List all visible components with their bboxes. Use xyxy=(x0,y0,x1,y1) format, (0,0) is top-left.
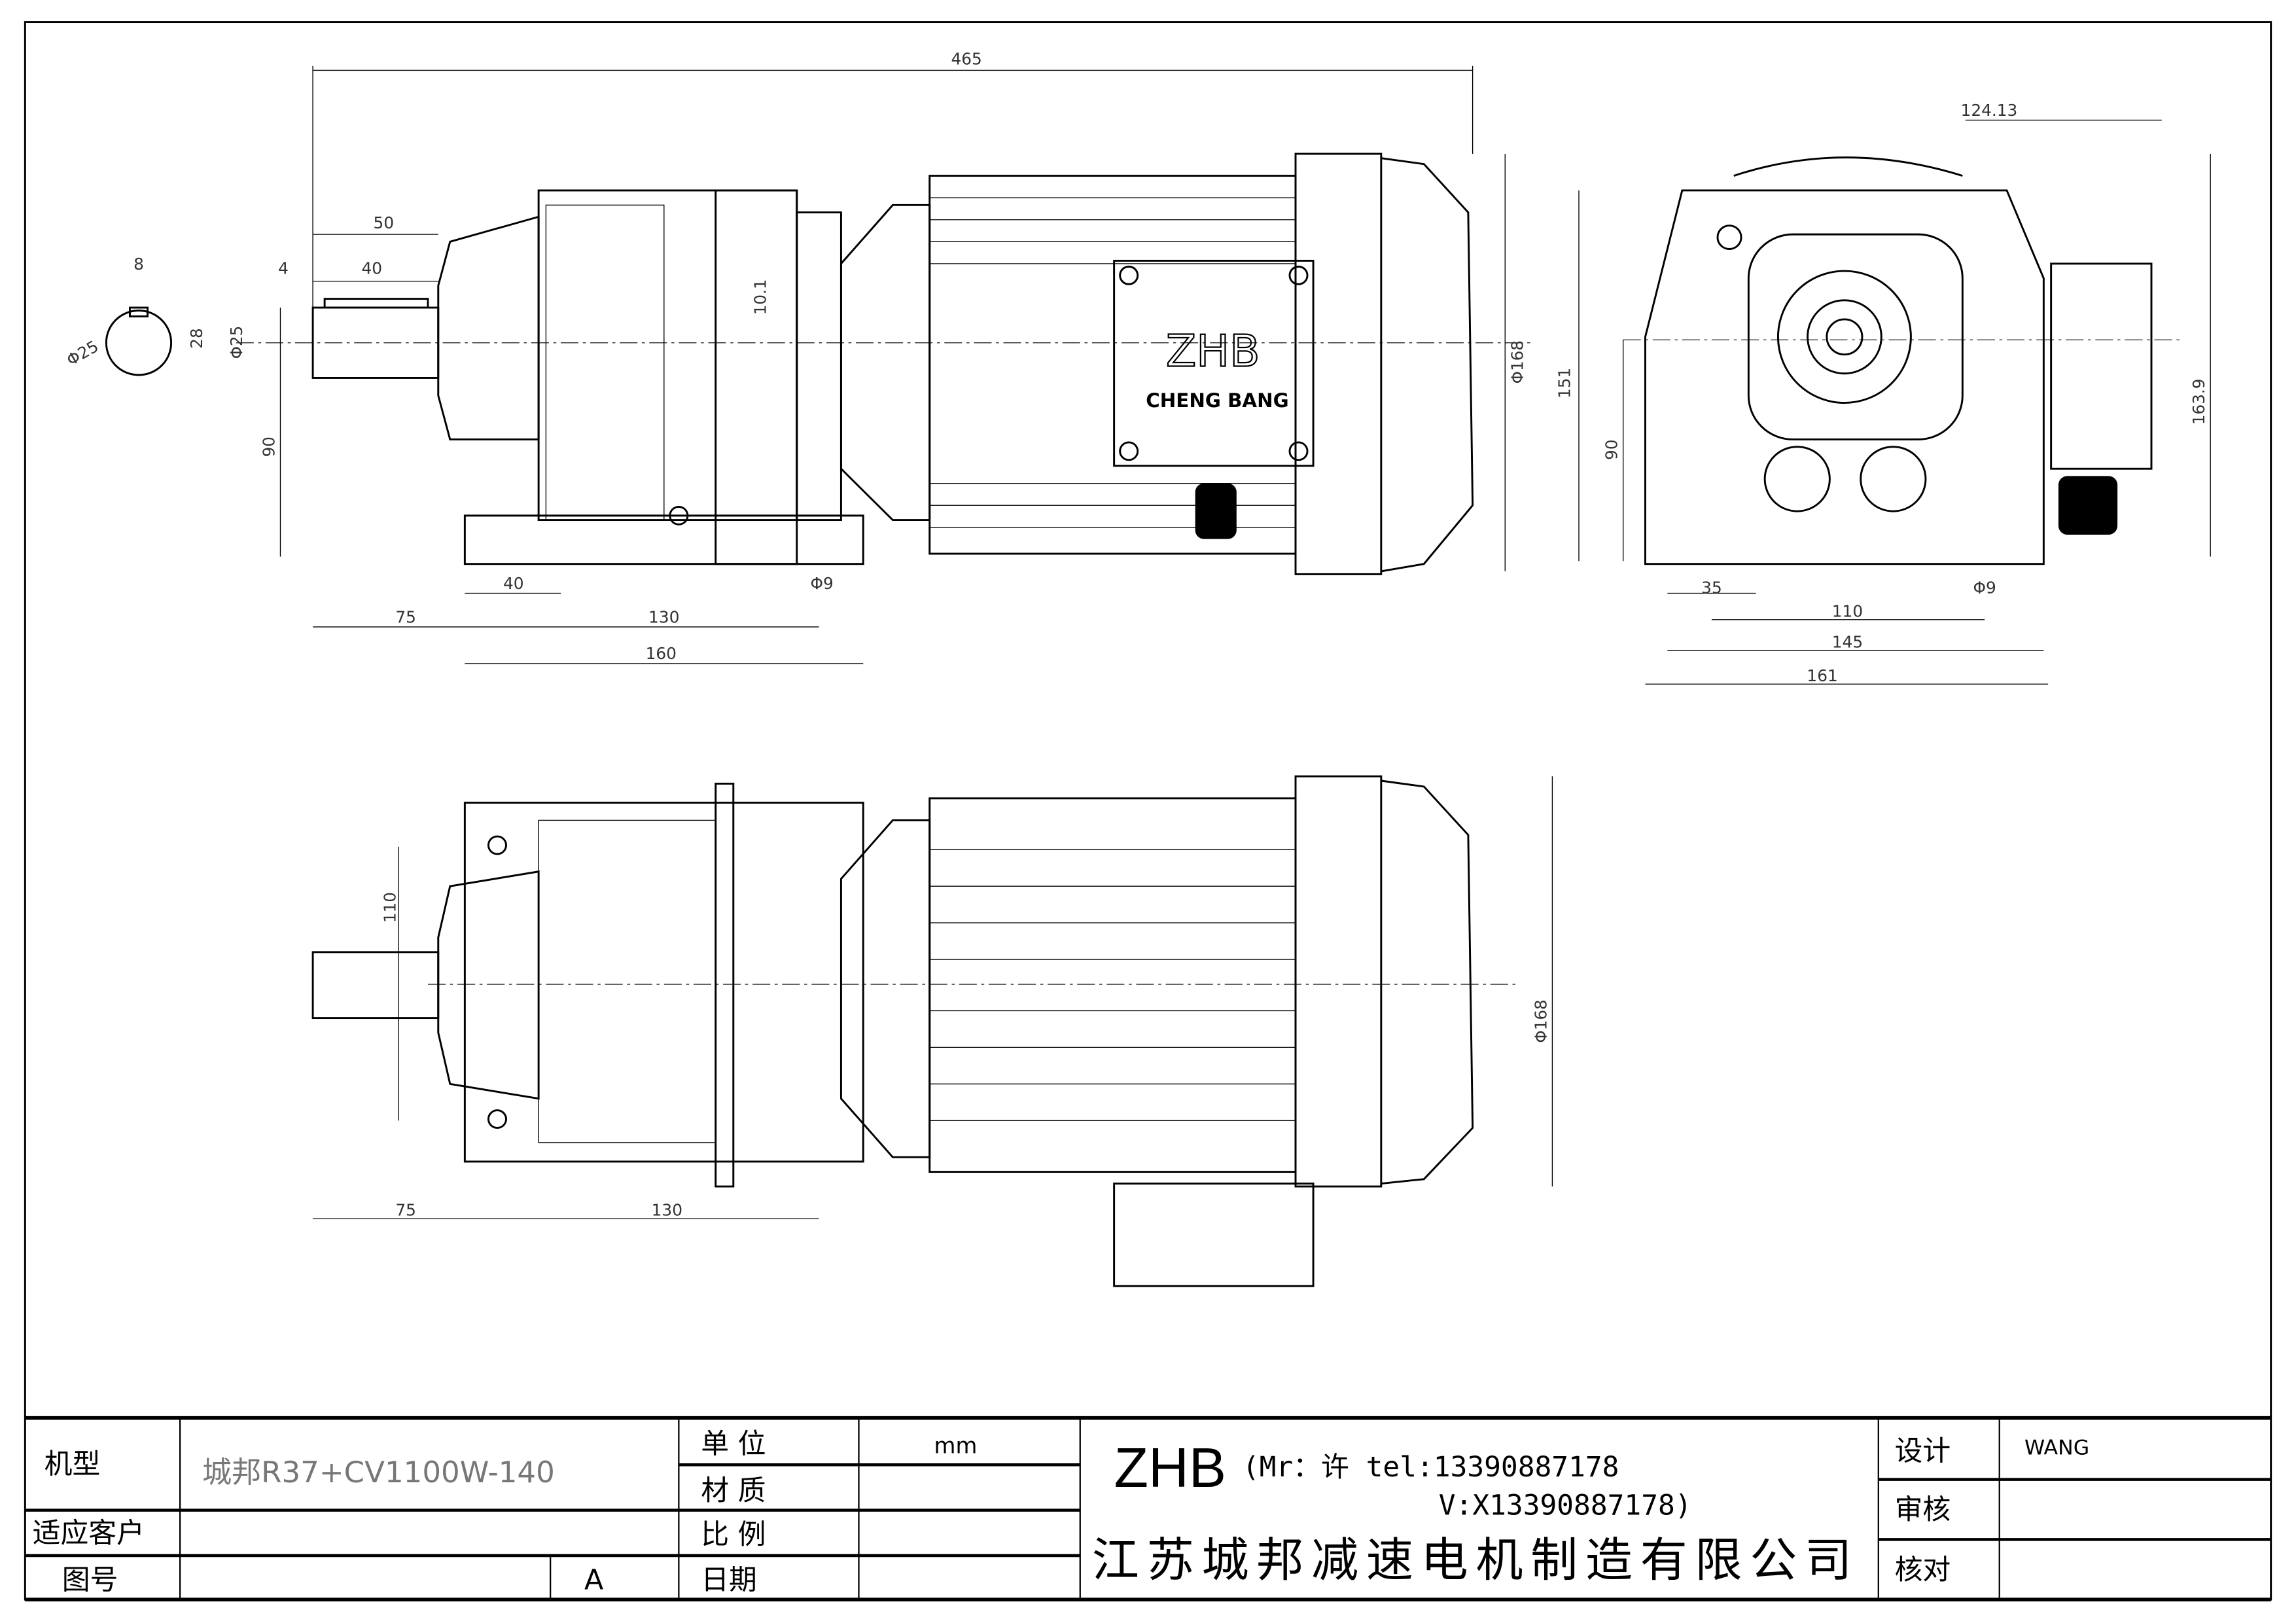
motor-body xyxy=(928,797,1297,1173)
dim-label: 90 xyxy=(259,437,278,457)
shaft-section xyxy=(105,310,173,376)
company-name: 江苏城邦减速电机制造有限公司 xyxy=(1092,1533,1852,1588)
terminal-box-side xyxy=(2050,262,2153,470)
company-logo: ZHB xyxy=(1114,1437,1226,1499)
dim-label: 35 xyxy=(1701,579,1722,597)
screw-icon xyxy=(1119,441,1139,461)
dim-label: 160 xyxy=(646,644,677,663)
cable-gland xyxy=(2058,476,2118,535)
dim-label: 40 xyxy=(362,259,383,278)
screw-icon xyxy=(1288,441,1309,461)
scale-label: 比 例 xyxy=(701,1518,766,1551)
dim-label: 40 xyxy=(503,574,524,593)
terminal-box-logo: ZHB xyxy=(1166,325,1260,377)
motor-adapter xyxy=(839,204,931,522)
dim-label: 163.9 xyxy=(2189,379,2208,425)
terminal-box xyxy=(1113,259,1315,467)
material-label: 材 质 xyxy=(701,1474,766,1507)
dim-label: 124.13 xyxy=(1961,101,2018,120)
dim-label: Φ168 xyxy=(1531,999,1550,1043)
gearbox-housing xyxy=(537,189,798,522)
gearbox-top xyxy=(463,802,864,1163)
dim-label: Φ25 xyxy=(63,336,102,369)
screw-icon xyxy=(1288,265,1309,285)
fan-cover xyxy=(1294,775,1383,1188)
dim-label: 28 xyxy=(187,328,206,348)
terminal-box-brand: CHENG BANG xyxy=(1146,389,1288,412)
unit-value: mm xyxy=(934,1433,978,1458)
foot xyxy=(463,514,864,565)
design-value: WANG xyxy=(2024,1436,2089,1460)
title-block: 机型 城邦R37+CV1100W-140 适应客户 图号 A 单 位 mm 材 … xyxy=(25,1416,2271,1601)
terminal-box xyxy=(1113,1183,1315,1287)
dim-label: 145 xyxy=(1832,632,1863,651)
fan-cover xyxy=(1294,152,1383,575)
gearbox-end xyxy=(1644,189,2045,565)
dim-label: 130 xyxy=(648,607,679,626)
dim-label: Φ168 xyxy=(1508,340,1527,383)
dim-label: Φ9 xyxy=(1973,579,1996,597)
unit-label: 单 位 xyxy=(701,1428,766,1461)
top-view: 110 Φ168 75 130 xyxy=(311,775,1553,1287)
gear-flange xyxy=(437,215,540,440)
contact-phone: (Mr：许 tel:13390887178 xyxy=(1243,1451,1619,1484)
side-view: ZHB CHENG BANG 465 50 40 4 8 Φ25 28 Φ25 … xyxy=(63,50,1535,664)
date-label: 日期 xyxy=(701,1564,757,1597)
output-shaft xyxy=(311,951,440,1020)
dim-label: Φ25 xyxy=(227,326,246,359)
dim-label: 75 xyxy=(395,1201,416,1220)
dim-label: 90 xyxy=(1602,439,1621,459)
dim-label: 50 xyxy=(374,213,395,232)
contact-wechat: V:X13390887178) xyxy=(1439,1489,1692,1522)
dim-label: 161 xyxy=(1807,666,1837,685)
customer-label: 适应客户 xyxy=(33,1517,145,1550)
design-label: 设计 xyxy=(1895,1435,1951,1468)
drawing-number-label: 图号 xyxy=(62,1564,118,1597)
dim-label: 110 xyxy=(380,892,399,923)
screw-icon xyxy=(1119,265,1139,285)
dim-label: 465 xyxy=(951,50,981,69)
dim-label: 75 xyxy=(395,607,416,626)
dim-label: 130 xyxy=(652,1201,682,1220)
model-label: 机型 xyxy=(44,1448,101,1481)
dim-label: 4 xyxy=(278,259,289,278)
end-view: 124.13 151 163.9 90 35 Φ9 110 145 161 xyxy=(1555,101,2211,685)
model-value: 城邦R37+CV1100W-140 xyxy=(202,1455,555,1489)
check-label: 核对 xyxy=(1895,1554,1951,1586)
dim-label: 10.1 xyxy=(751,279,769,315)
dim-label: Φ9 xyxy=(810,574,833,593)
dim-label: 110 xyxy=(1832,601,1863,620)
dim-label: 151 xyxy=(1555,368,1574,399)
cable-gland xyxy=(1195,483,1237,539)
review-label: 审核 xyxy=(1895,1493,1951,1526)
dim-label: 8 xyxy=(133,255,144,274)
revision: A xyxy=(584,1564,603,1597)
